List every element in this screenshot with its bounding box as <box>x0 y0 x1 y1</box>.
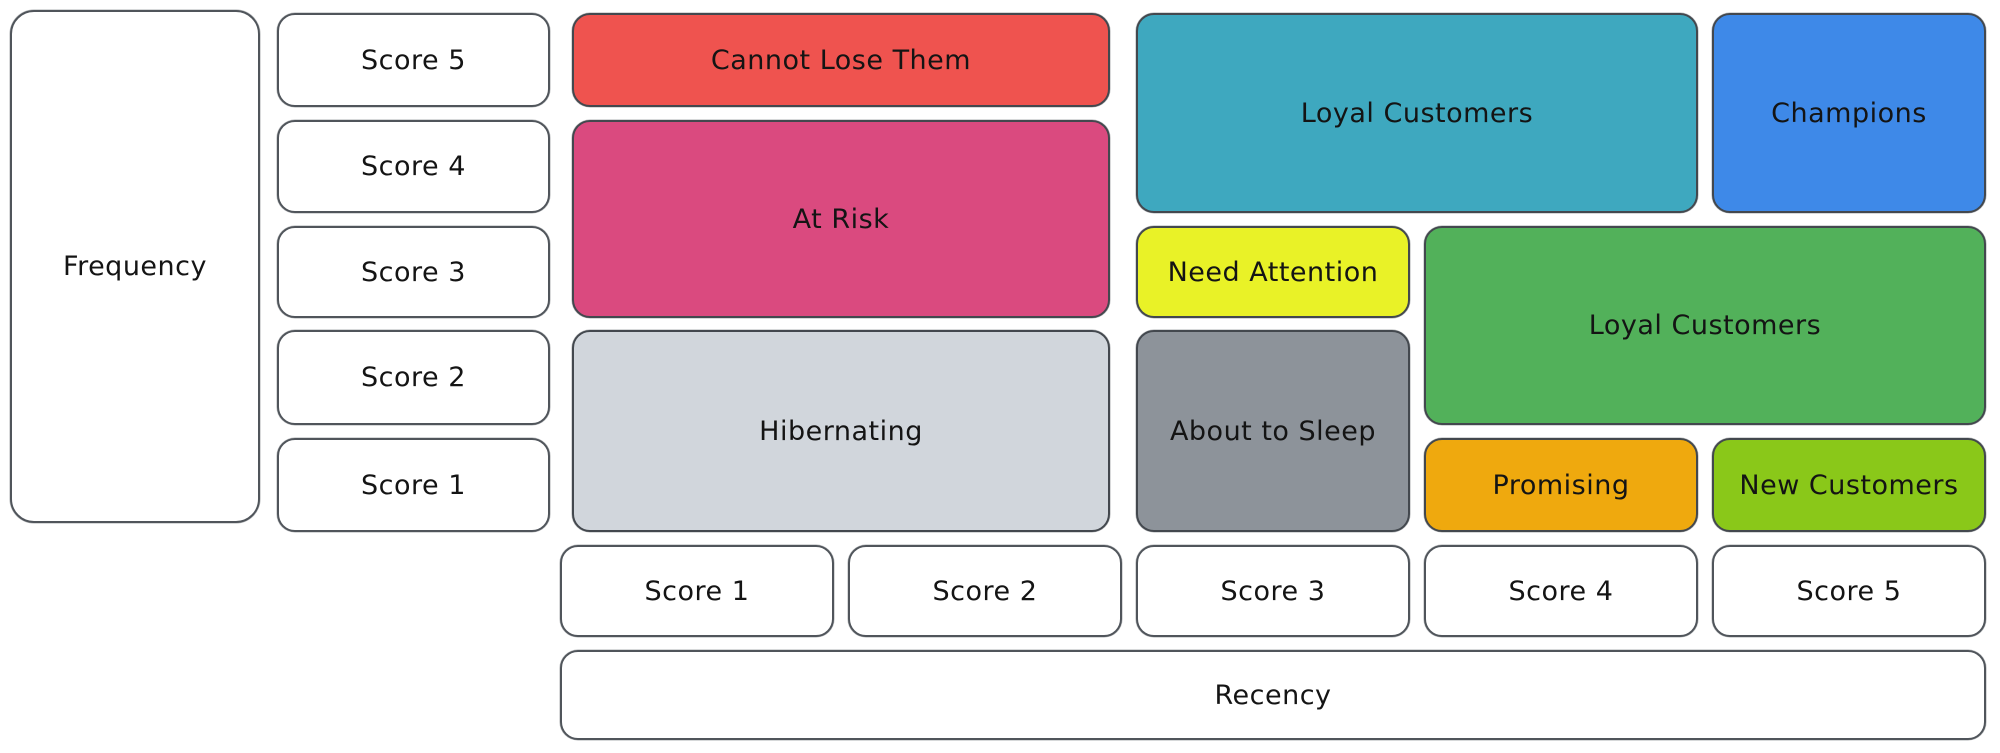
segment-cannot-lose-them: Cannot Lose Them <box>572 13 1110 107</box>
segment-hibernating: Hibernating <box>572 330 1110 532</box>
recency-score-box-2: Score 2 <box>848 545 1122 637</box>
segment-champions: Champions <box>1712 13 1986 213</box>
recency-score-box-5: Score 5 <box>1712 545 1986 637</box>
frequency-axis-label-box: Frequency <box>10 10 260 523</box>
recency-axis-label-box: Recency <box>560 650 1986 740</box>
segment-at-risk: At Risk <box>572 120 1110 318</box>
segment-loyal-customers: Loyal Customers <box>1136 13 1698 213</box>
segment-need-attention: Need Attention <box>1136 226 1410 318</box>
recency-score-box-3: Score 3 <box>1136 545 1410 637</box>
frequency-score-box-4: Score 4 <box>277 120 550 213</box>
segment-promising: Promising <box>1424 438 1698 532</box>
segment-loyal-customers-green: Loyal Customers <box>1424 226 1986 425</box>
recency-score-box-1: Score 1 <box>560 545 834 637</box>
frequency-score-box-1: Score 1 <box>277 438 550 532</box>
frequency-score-box-3: Score 3 <box>277 226 550 318</box>
segment-about-to-sleep: About to Sleep <box>1136 330 1410 532</box>
segment-new-customers: New Customers <box>1712 438 1986 532</box>
frequency-score-box-2: Score 2 <box>277 330 550 425</box>
frequency-score-box-5: Score 5 <box>277 13 550 107</box>
recency-score-box-4: Score 4 <box>1424 545 1698 637</box>
